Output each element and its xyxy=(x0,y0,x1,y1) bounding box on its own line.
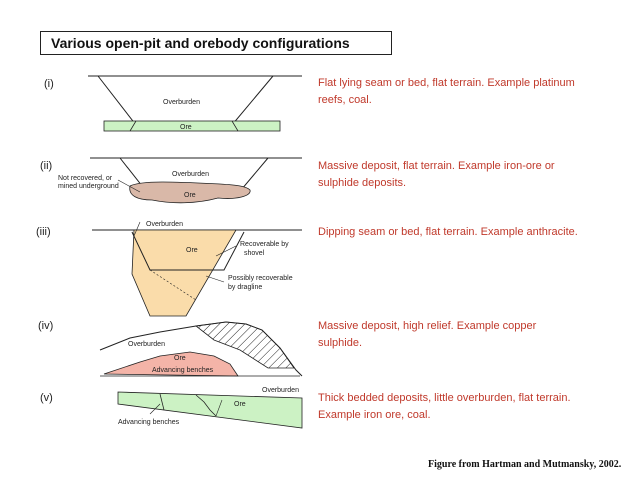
bench-face xyxy=(159,393,165,411)
title-box: Various open-pit and orebody configurati… xyxy=(40,31,392,55)
ore-seam xyxy=(103,120,281,132)
leader-line xyxy=(149,403,161,415)
description-iii: Dipping seam or bed, flat terrain. Examp… xyxy=(318,226,578,238)
leader-line xyxy=(117,179,141,193)
label-shovel: shovel xyxy=(244,250,265,257)
diagram-ii: Overburden Ore Not recovered, or mined u… xyxy=(58,157,302,204)
mined-out-zone xyxy=(195,321,295,369)
leader-line xyxy=(205,275,225,283)
bench-face xyxy=(195,394,217,417)
label-advancing-benches: Advancing benches xyxy=(118,419,180,426)
figure-credit: Figure from Hartman and Mutmansky, 2002. xyxy=(428,459,622,470)
leader-line xyxy=(215,245,237,257)
diagram-iii: Overburden Ore Recoverable by shovel Pos… xyxy=(92,221,302,317)
label-recoverable-by: Recoverable by xyxy=(240,241,289,248)
panel-number-i: (i) xyxy=(44,78,54,90)
dipping-ore-seam xyxy=(131,229,237,317)
description-i: Flat lying seam or bed, flat terrain. Ex… xyxy=(318,77,575,106)
leader-line xyxy=(215,399,223,417)
diagram-v: Overburden Ore Advancing benches xyxy=(117,387,303,429)
label-overburden: Overburden xyxy=(146,221,183,228)
label-overburden: Overburden xyxy=(163,99,200,106)
ore-body xyxy=(103,351,239,377)
label-ore: Ore xyxy=(186,247,198,254)
panel-number-iv: (iv) xyxy=(38,320,54,332)
description-iv: Massive deposit, high relief. Example co… xyxy=(318,320,537,349)
label-overburden: Overburden xyxy=(128,341,165,348)
label-ore: Ore xyxy=(184,192,196,199)
label-ore: Ore xyxy=(174,355,186,362)
diagram-iv: Overburden Ore Advancing benches xyxy=(99,321,303,377)
slide-title: Various open-pit and orebody configurati… xyxy=(51,35,350,51)
label-advancing-benches: Advancing benches xyxy=(152,367,214,374)
dragline-limit xyxy=(149,269,197,301)
description-ii: Massive deposit, flat terrain. Example i… xyxy=(318,160,555,189)
ore-body xyxy=(129,181,251,204)
label-overburden: Overburden xyxy=(172,171,209,178)
leader-line xyxy=(133,221,141,237)
pit-outline xyxy=(131,231,245,271)
panel-number-iii: (iii) xyxy=(36,226,51,238)
label-not-recovered: Not recovered, or xyxy=(58,175,113,182)
label-ore: Ore xyxy=(234,401,246,408)
label-mined-underground: mined underground xyxy=(58,183,119,190)
description-v: Thick bedded deposits, little overburden… xyxy=(318,392,571,421)
diagram-i: Overburden Ore xyxy=(88,75,302,132)
label-by-dragline: by dragline xyxy=(228,284,262,291)
panel-number-ii: (ii) xyxy=(40,160,53,172)
label-possibly-recoverable: Possibly recoverable xyxy=(228,275,293,282)
label-overburden: Overburden xyxy=(262,387,299,394)
panel-number-v: (v) xyxy=(40,392,53,404)
pit-wall xyxy=(231,120,239,132)
pit-wall xyxy=(129,120,137,132)
label-ore: Ore xyxy=(180,124,192,131)
